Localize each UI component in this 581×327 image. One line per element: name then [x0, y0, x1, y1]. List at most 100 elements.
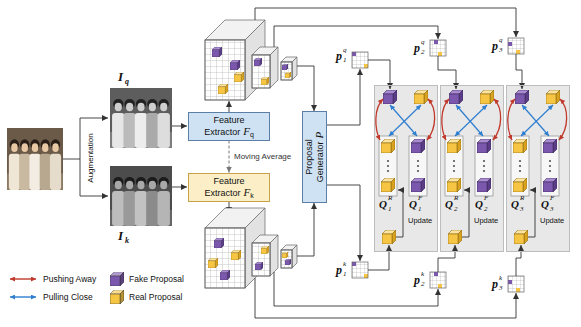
proposal-grid [508, 276, 524, 292]
panel-ground [374, 85, 570, 252]
legend-arrow [8, 275, 38, 283]
image-symbol: I [118, 70, 123, 84]
photo [110, 166, 172, 226]
proposal-grid [516, 288, 520, 292]
queue-subscript: 2 [484, 205, 488, 213]
proposal-grid [438, 284, 442, 288]
flow-lines [368, 245, 389, 270]
queue-symbol: Q [475, 198, 483, 210]
dashed-connector [229, 141, 230, 173]
flow-lines [255, 8, 522, 318]
panel-contents [376, 90, 435, 244]
proposal-grid [352, 262, 368, 278]
math-subscript: q [250, 129, 254, 140]
feature-pyramid [214, 238, 224, 248]
feature-pyramid [255, 262, 263, 270]
feature-pyramid [252, 243, 270, 276]
cube-front [110, 276, 120, 286]
feature-pyramid [252, 243, 270, 276]
legend-text: Real Proposal [129, 292, 182, 302]
flow-lines [297, 203, 314, 256]
box-text: Feature ExtractorFk [192, 176, 266, 199]
legend-cube [110, 290, 124, 304]
feature-pyramid [252, 55, 270, 88]
legend-arrow-line [10, 296, 36, 297]
pull-legend: Pulling Close [8, 292, 93, 302]
augmentation-arrows [80, 196, 108, 197]
feature-pyramid [285, 259, 291, 265]
proposal-subscript: 3 [499, 46, 503, 54]
encoder-box: Feature ExtractorFq [188, 112, 270, 141]
proposal-grid [508, 38, 524, 54]
photo [7, 128, 63, 190]
queue-subscript: 1 [418, 205, 422, 213]
queue-superscript: F [550, 194, 554, 202]
feature-pyramid [218, 84, 228, 94]
flow-lines [255, 278, 516, 318]
queue-panel: QR1QF1Update [374, 85, 438, 252]
queue-subscript: 1 [388, 205, 392, 213]
proposal-superscript: q [343, 46, 347, 54]
proposal-grid [352, 52, 368, 68]
proposal-grid [352, 262, 368, 278]
queue-subscript: 3 [520, 205, 524, 213]
box-text: Proposal GeneratorP [304, 114, 325, 200]
queue-panel: QR3QF3Update [506, 85, 570, 252]
feature-pyramid [281, 62, 292, 80]
image-subscript: k [125, 236, 129, 245]
queue-subscript: 2 [454, 205, 458, 213]
proposal-grid [430, 272, 446, 288]
cube-side-dark [120, 290, 124, 304]
queue-panel: QR2QF2Update [440, 85, 504, 252]
proposal-symbol: p [414, 42, 420, 54]
proposal-superscript: k [499, 274, 502, 282]
proposal-grid [430, 40, 446, 56]
feature-pyramid [205, 40, 245, 100]
proposal-grid [438, 52, 442, 56]
proposal-symbol: p [336, 50, 342, 62]
feature-pyramid [208, 258, 218, 268]
flow-lines [516, 245, 521, 276]
proposal-grid [508, 276, 524, 292]
queue-superscript: R [520, 194, 524, 202]
feature-pyramid [270, 47, 278, 88]
proposal-grid [352, 38, 524, 292]
feature-pyramid [231, 250, 241, 260]
image-subscript: q [125, 77, 129, 86]
legend-text: Pulling Close [43, 292, 93, 302]
augmentation-arrows [63, 159, 80, 160]
photo [110, 88, 172, 148]
proposal-grid [352, 52, 368, 68]
queue-superscript: R [454, 194, 458, 202]
feature-pyramid [205, 228, 245, 288]
flow-lines [297, 66, 314, 111]
queue-symbol: Q [409, 198, 417, 210]
proposal-grid [508, 276, 524, 292]
proposal-symbol: p [336, 264, 342, 276]
panel-ground [374, 85, 438, 252]
queue-superscript: F [418, 194, 422, 202]
proposal-grid [430, 40, 446, 56]
flow-lines [274, 272, 438, 306]
proposal-grid [508, 38, 524, 54]
proposal-grid [508, 42, 512, 46]
proposal-subscript: 1 [343, 56, 347, 64]
proposal-subscript: 1 [343, 270, 347, 278]
proposal-grid [516, 50, 520, 54]
feature-pyramid [281, 250, 292, 268]
proposal-superscript: k [343, 260, 346, 268]
proposal-grid [352, 262, 356, 266]
generator-box: Proposal GeneratorP [302, 111, 327, 203]
proposal-superscript: q [499, 36, 503, 44]
proposal-superscript: q [421, 38, 425, 46]
augmentation-arrows [229, 101, 230, 112]
real-legend: Real Proposal [110, 290, 182, 304]
legend-arrow-line [10, 278, 36, 279]
feature-pyramid [230, 60, 240, 70]
legend-arrow [8, 293, 38, 301]
math-symbol: F [243, 125, 250, 137]
legend-text: Pushing Away [43, 274, 96, 284]
proposal-grid [352, 52, 368, 68]
update-text: Update [408, 216, 432, 225]
